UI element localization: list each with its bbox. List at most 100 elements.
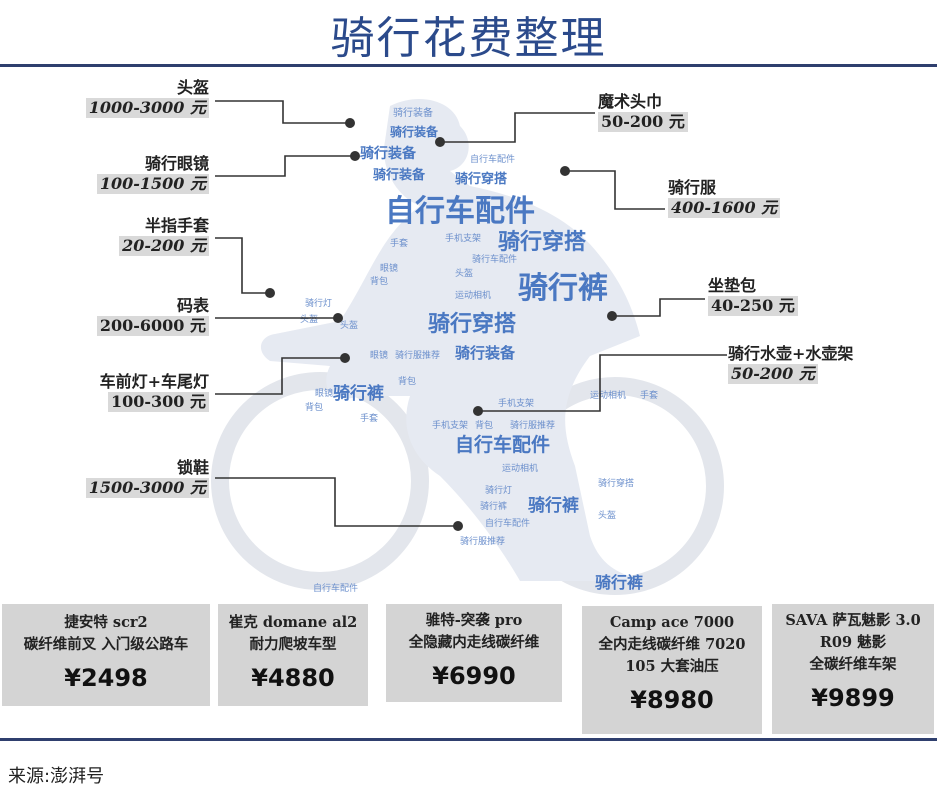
bike-spec: 全内走线碳纤维 7020 [598, 636, 746, 653]
bike-price: ¥6990 [432, 662, 516, 690]
svg-text:头盔: 头盔 [598, 509, 616, 521]
bike-card-4: Camp ace 7000 全内走线碳纤维 7020 105 大套油压 ¥898… [582, 606, 762, 734]
svg-text:背包: 背包 [370, 275, 388, 287]
gear-label-lights: 车前灯+车尾灯 100-300 元 [100, 372, 209, 412]
bike-spec: R09 魅影 [819, 634, 887, 651]
gear-price: 1500-3000 元 [85, 478, 209, 498]
bike-card-5: SAVA 萨瓦魅影 3.0 R09 魅影 全碳纤维车架 ¥9899 [772, 604, 934, 734]
svg-text:骑行裤: 骑行裤 [480, 500, 507, 512]
bike-spec: 全隐藏内走线碳纤维 [408, 634, 540, 651]
svg-text:头盔: 头盔 [300, 313, 318, 325]
svg-text:背包: 背包 [475, 419, 493, 431]
page-title: 骑行花费整理 [330, 13, 607, 64]
svg-text:运动相机: 运动相机 [502, 462, 538, 474]
bike-spec: 105 大套油压 [625, 658, 719, 675]
bike-price: ¥8980 [630, 686, 714, 714]
svg-text:骑行裤: 骑行裤 [518, 271, 608, 306]
svg-text:骑行服推荐: 骑行服推荐 [510, 419, 555, 431]
cyclist-silhouette-illustration: 骑行装备 骑行装备 骑行装备 自行车配件 骑行装备 骑行穿搭 自行车配件 手机支… [211, 98, 727, 595]
gear-label-glasses: 骑行眼镜 100-1500 元 [96, 154, 209, 194]
svg-text:眼镜: 眼镜 [370, 349, 388, 361]
gear-label-bottle: 骑行水壶+水壶架 50-200 元 [728, 344, 853, 384]
gear-name: 骑行水壶+水壶架 [728, 344, 854, 363]
gear-label-saddle-bag: 坐垫包 40-250 元 [708, 276, 798, 316]
bike-price: ¥4880 [251, 664, 335, 692]
gear-price: 40-250 元 [708, 296, 798, 316]
svg-text:运动相机: 运动相机 [455, 289, 491, 301]
svg-text:骑行裤: 骑行裤 [333, 383, 384, 404]
gear-label-bike-computer: 码表 200-6000 元 [96, 296, 209, 336]
gear-price: 400-1600 元 [668, 198, 781, 218]
bike-model: 骓特-突袭 pro [425, 612, 523, 629]
bike-card-1: 捷安特 scr2 碳纤维前叉 入门级公路车 ¥2498 [2, 604, 210, 706]
top-divider [0, 64, 937, 67]
gear-name: 头盔 [176, 78, 209, 97]
svg-text:骑行灯: 骑行灯 [485, 484, 512, 496]
gear-name: 坐垫包 [708, 276, 757, 295]
gear-label-cleats: 锁鞋 1500-3000 元 [85, 458, 209, 498]
svg-text:骑行裤: 骑行裤 [528, 495, 579, 516]
svg-text:骑行装备: 骑行装备 [455, 344, 516, 362]
svg-text:骑行穿搭: 骑行穿搭 [455, 171, 508, 187]
svg-text:背包: 背包 [305, 401, 323, 413]
svg-text:自行车配件: 自行车配件 [470, 153, 515, 165]
bike-price: ¥9899 [811, 684, 895, 712]
gear-label-bandana: 魔术头巾 50-200 元 [598, 92, 688, 132]
gear-name: 骑行服 [668, 178, 717, 197]
gear-price: 100-300 元 [107, 392, 209, 412]
svg-text:手套: 手套 [640, 389, 658, 401]
svg-text:头盔: 头盔 [455, 267, 473, 279]
bike-model: 崔克 domane al2 [228, 614, 358, 631]
source-caption: 来源:澎湃号 [8, 766, 105, 787]
svg-text:骑行装备: 骑行装备 [373, 167, 426, 183]
gear-price: 20-200 元 [119, 236, 209, 256]
svg-text:手机支架: 手机支架 [432, 419, 468, 431]
svg-text:头盔: 头盔 [340, 319, 358, 331]
svg-text:骑行穿搭: 骑行穿搭 [428, 311, 517, 337]
gear-price: 100-1500 元 [96, 174, 209, 194]
svg-text:骑行装备: 骑行装备 [390, 124, 439, 139]
svg-text:骑行灯: 骑行灯 [305, 297, 332, 309]
gear-label-helmet: 头盔 1000-3000 元 [85, 78, 209, 118]
gear-label-jersey: 骑行服 400-1600 元 [668, 178, 781, 218]
bike-spec: 碳纤维前叉 入门级公路车 [23, 636, 189, 653]
bike-spec: 全碳纤维车架 [809, 656, 897, 673]
svg-text:骑行服推荐: 骑行服推荐 [395, 349, 440, 361]
bike-card-2: 崔克 domane al2 耐力爬坡车型 ¥4880 [218, 604, 368, 706]
svg-text:骑行穿搭: 骑行穿搭 [498, 229, 587, 255]
bike-model: SAVA 萨瓦魅影 3.0 [785, 612, 921, 629]
svg-text:骑行装备: 骑行装备 [360, 145, 417, 162]
gear-name: 锁鞋 [176, 458, 209, 477]
gear-name: 魔术头巾 [598, 92, 663, 111]
gear-label-gloves: 半指手套 20-200 元 [119, 216, 209, 256]
bike-model: Camp ace 7000 [609, 614, 735, 631]
svg-text:骑行车配件: 骑行车配件 [472, 253, 517, 265]
svg-text:骑行穿搭: 骑行穿搭 [598, 477, 634, 489]
svg-text:背包: 背包 [398, 375, 416, 387]
gear-price: 50-200 元 [728, 364, 818, 384]
svg-text:自行车配件: 自行车配件 [313, 582, 358, 594]
svg-text:自行车配件: 自行车配件 [385, 194, 535, 229]
svg-text:运动相机: 运动相机 [590, 389, 626, 401]
svg-text:手机支架: 手机支架 [498, 397, 534, 409]
svg-text:骑行装备: 骑行装备 [393, 106, 433, 119]
bike-card-3: 骓特-突袭 pro 全隐藏内走线碳纤维 ¥6990 [386, 604, 562, 702]
svg-text:骑行裤: 骑行裤 [595, 573, 643, 592]
gear-name: 骑行眼镜 [144, 154, 209, 173]
gear-name: 车前灯+车尾灯 [99, 372, 209, 391]
svg-text:手机支架: 手机支架 [445, 232, 481, 244]
bike-model: 捷安特 scr2 [64, 614, 148, 631]
svg-text:眼镜: 眼镜 [315, 387, 333, 399]
svg-text:骑行服推荐: 骑行服推荐 [460, 535, 505, 547]
gear-price: 1000-3000 元 [85, 98, 209, 118]
svg-text:手套: 手套 [360, 412, 378, 424]
svg-text:自行车配件: 自行车配件 [485, 517, 530, 529]
bike-price: ¥2498 [64, 664, 148, 692]
gear-name: 半指手套 [144, 216, 209, 235]
svg-text:自行车配件: 自行车配件 [455, 433, 550, 456]
gear-name: 码表 [176, 296, 209, 315]
svg-text:眼镜: 眼镜 [380, 262, 398, 274]
bike-spec: 耐力爬坡车型 [249, 636, 337, 653]
cyclist-word-cloud-figure: 骑行装备 骑行装备 骑行装备 自行车配件 骑行装备 骑行穿搭 自行车配件 手机支… [0, 66, 937, 596]
gear-price: 200-6000 元 [96, 316, 209, 336]
